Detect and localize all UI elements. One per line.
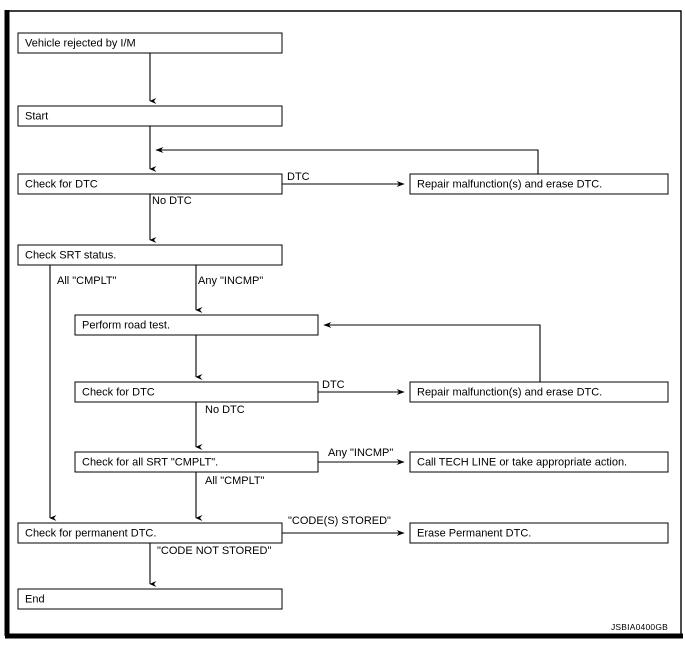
flow-node-check_perm_dtc: Check for permanent DTC. bbox=[17, 522, 283, 544]
flow-node-tech_line: Call TECH LINE or take appropriate actio… bbox=[409, 451, 669, 473]
flow-node-erase_perm_dtc: Erase Permanent DTC. bbox=[409, 522, 669, 544]
flow-node-end: End bbox=[17, 588, 283, 610]
edge-label-all_cmplt_2: All "CMPLT" bbox=[205, 475, 265, 487]
edge-label-dtc_1: DTC bbox=[287, 171, 310, 183]
figure-frame bbox=[4, 10, 683, 639]
flow-node-box bbox=[17, 105, 283, 127]
flow-node-box bbox=[17, 588, 283, 610]
edge-label-all_cmplt_1: All "CMPLT" bbox=[57, 275, 117, 287]
flow-node-box bbox=[17, 32, 283, 54]
flow-node-check_dtc_1: Check for DTC bbox=[17, 173, 283, 195]
conn-repair1-feedback bbox=[155, 147, 539, 174]
flow-node-label: Erase Permanent DTC. bbox=[417, 527, 531, 539]
flow-node-label: Check for DTC bbox=[82, 386, 155, 398]
flow-node-label: End bbox=[25, 593, 45, 605]
flow-node-box bbox=[74, 381, 319, 403]
flow-node-start: Start bbox=[17, 105, 283, 127]
flow-node-box bbox=[17, 244, 283, 266]
flow-node-label: Check SRT status. bbox=[25, 249, 116, 261]
flow-node-box bbox=[74, 451, 319, 473]
edge-label-any_incmp_2: Any "INCMP" bbox=[328, 447, 393, 459]
flow-node-label: Repair malfunction(s) and erase DTC. bbox=[417, 178, 602, 190]
flow-node-label: Vehicle rejected by I/M bbox=[25, 37, 136, 49]
flow-node-check_srt: Check SRT status. bbox=[17, 244, 283, 266]
flow-node-label: Repair malfunction(s) and erase DTC. bbox=[417, 386, 602, 398]
edge-label-code_not_stored: "CODE NOT STORED" bbox=[157, 545, 271, 557]
edge-label-any_incmp_1: Any "INCMP" bbox=[198, 275, 263, 287]
flow-node-box bbox=[409, 522, 669, 544]
flow-node-box bbox=[409, 173, 669, 195]
flow-node-label: Start bbox=[25, 110, 48, 122]
flow-node-label: Check for DTC bbox=[25, 178, 98, 190]
flow-node-repair_2: Repair malfunction(s) and erase DTC. bbox=[409, 381, 669, 403]
edge-label-codes_stored: "CODE(S) STORED" bbox=[288, 515, 391, 527]
conn-repair2-feedback bbox=[323, 322, 541, 382]
flow-node-box bbox=[74, 314, 319, 336]
flow-node-box bbox=[17, 522, 283, 544]
flowchart-edge-labels: DTC No DTC All "CMPLT" Any "INCMP" DTC No DTC… bbox=[57, 171, 393, 557]
flow-node-box bbox=[409, 381, 669, 403]
flow-node-label: Perform road test. bbox=[82, 319, 170, 331]
flow-node-label: Call TECH LINE or take appropriate actio… bbox=[417, 456, 627, 468]
flow-node-vehicle_rejected: Vehicle rejected by I/M bbox=[17, 32, 283, 54]
flow-node-label: Check for all SRT "CMPLT". bbox=[82, 456, 218, 468]
flow-node-road_test: Perform road test. bbox=[74, 314, 319, 336]
connectors bbox=[49, 53, 541, 587]
flow-node-check_dtc_2: Check for DTC bbox=[74, 381, 319, 403]
flow-node-box bbox=[17, 173, 283, 195]
flow-node-check_all_srt: Check for all SRT "CMPLT". bbox=[74, 451, 319, 473]
edge-label-no_dtc_2: No DTC bbox=[205, 404, 245, 416]
figure-id-label: JSBIA0400GB bbox=[611, 622, 668, 632]
edge-label-dtc_2: DTC bbox=[322, 379, 345, 391]
flow-node-repair_1: Repair malfunction(s) and erase DTC. bbox=[409, 173, 669, 195]
flow-node-box bbox=[409, 451, 669, 473]
edge-label-no_dtc_1: No DTC bbox=[152, 195, 192, 207]
flow-node-label: Check for permanent DTC. bbox=[25, 527, 156, 539]
